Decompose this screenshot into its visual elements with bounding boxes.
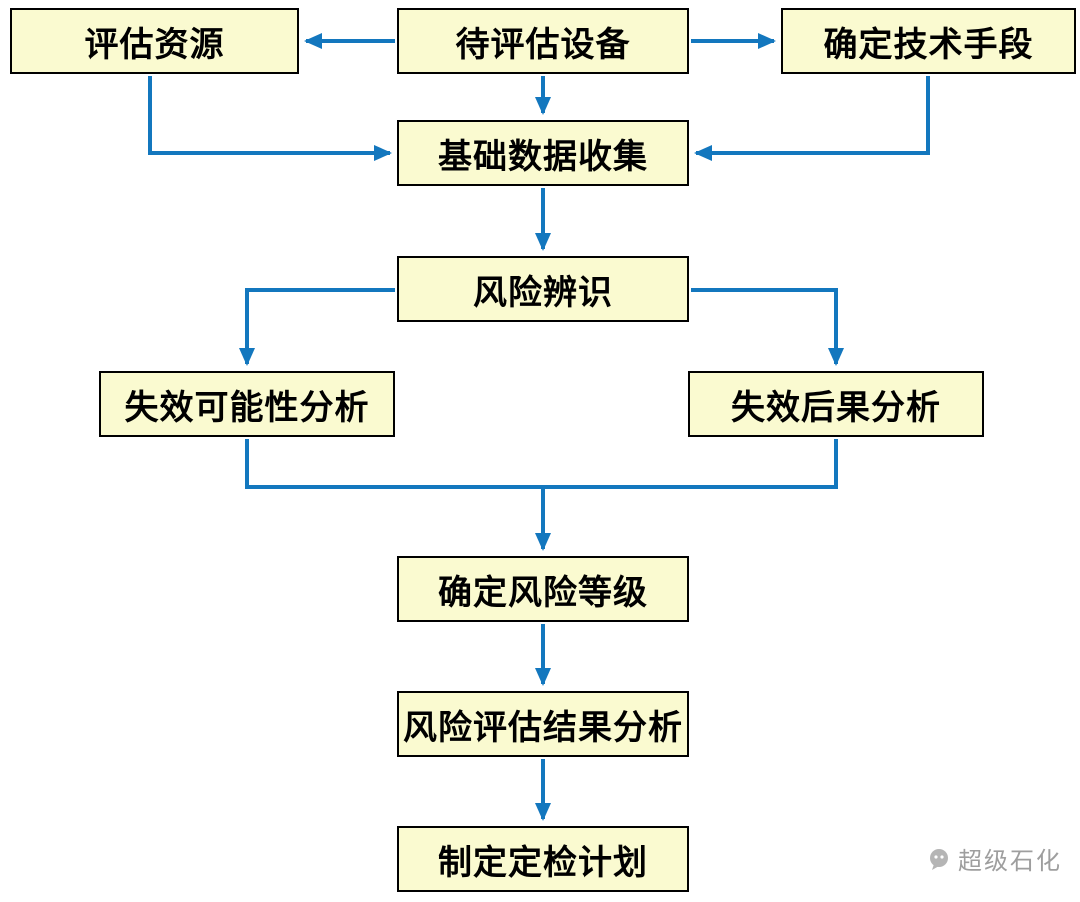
arrow-risk-identification-to-probability [239,288,395,366]
node-equipment-to-assess: 待评估设备 [397,8,689,74]
node-basic-data-collection: 基础数据收集 [397,120,689,186]
watermark-text: 超级石化 [958,848,1062,875]
connector-consequence-to-merge [541,439,838,489]
node-formulate-inspection-plan: 制定定检计划 [397,826,689,892]
arrow-resources-to-data-collection [148,76,392,161]
watermark-logo-icon [930,848,948,870]
node-risk-identification: 风险辨识 [397,256,689,322]
connector-probability-to-merge [245,439,545,489]
node-failure-probability-analysis: 失效可能性分析 [99,371,395,437]
arrow-risk-identification-to-consequence [691,288,844,366]
watermark: 超级石化 [926,841,1062,876]
node-determine-risk-level: 确定风险等级 [397,556,689,622]
node-assess-resources: 评估资源 [10,8,299,74]
node-determine-technical-means: 确定技术手段 [781,8,1076,74]
node-failure-consequence-analysis: 失效后果分析 [688,371,984,437]
node-risk-result-analysis: 风险评估结果分析 [397,691,689,757]
arrow-technical-means-to-data-collection [694,76,930,161]
